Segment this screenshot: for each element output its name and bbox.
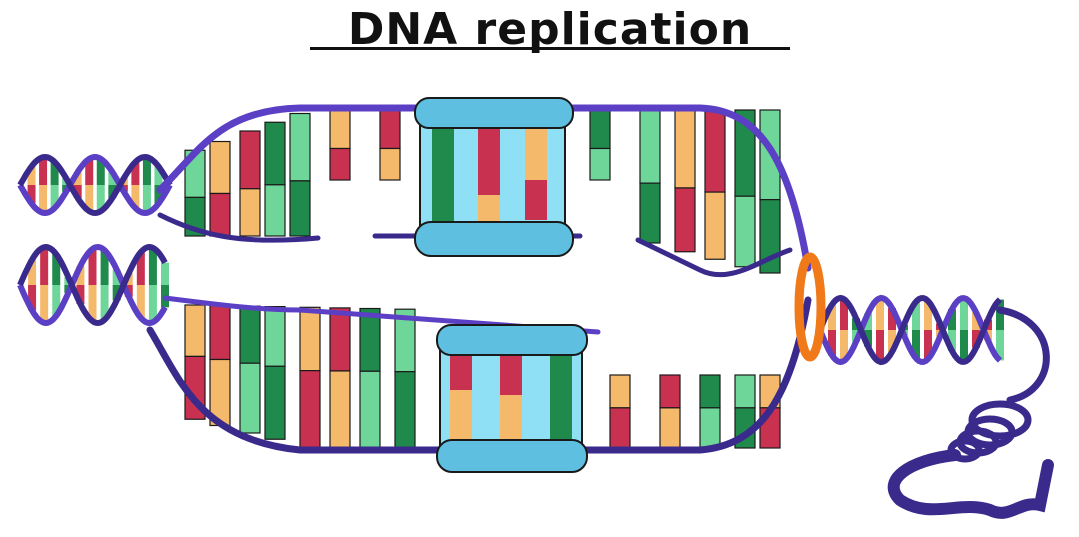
base-pair: [675, 110, 695, 188]
base-pair: [660, 375, 680, 408]
base-pair: [675, 188, 695, 252]
base-pair: [610, 408, 630, 448]
base-pair: [300, 307, 320, 370]
lower-polymerase-icon: [437, 325, 587, 472]
base-pair: [640, 110, 660, 183]
base-pair: [265, 366, 285, 439]
parent-double-helix: [820, 298, 1004, 362]
base-pair: [240, 131, 260, 189]
base-pair: [395, 372, 415, 448]
base-pair: [380, 110, 400, 149]
base-pair: [240, 363, 260, 433]
base-pair: [210, 142, 230, 194]
upper-polymerase-icon: [415, 98, 573, 256]
base-pair: [640, 183, 660, 243]
base-pair: [700, 408, 720, 448]
base-pair: [610, 375, 630, 408]
base-pair: [265, 185, 285, 236]
base-pair: [290, 114, 310, 181]
base-pair: [705, 192, 725, 259]
base-pair: [40, 247, 48, 285]
base-pair: [40, 285, 48, 323]
left-lower-daughter-helix: [20, 247, 169, 323]
base-pair: [590, 110, 610, 149]
base-pair: [660, 408, 680, 448]
base-pair: [735, 375, 755, 408]
base-pair: [590, 149, 610, 181]
base-pair: [185, 305, 205, 356]
base-pair: [360, 371, 380, 448]
base-pair: [240, 189, 260, 236]
base-pair: [240, 306, 260, 363]
base-pair: [705, 110, 725, 192]
base-pair: [265, 307, 285, 367]
base-pair: [330, 308, 350, 371]
base-pair: [161, 263, 169, 285]
base-pair: [700, 375, 720, 408]
base-pair: [265, 122, 285, 185]
base-pair: [300, 371, 320, 448]
left-upper-daughter-helix: [20, 157, 170, 213]
base-pair: [330, 149, 350, 181]
base-pair: [330, 371, 350, 448]
base-pair: [210, 306, 230, 360]
base-pair: [330, 110, 350, 149]
base-pair: [735, 196, 755, 267]
base-pair: [210, 193, 230, 236]
base-pair: [290, 181, 310, 236]
base-pair: [380, 149, 400, 181]
